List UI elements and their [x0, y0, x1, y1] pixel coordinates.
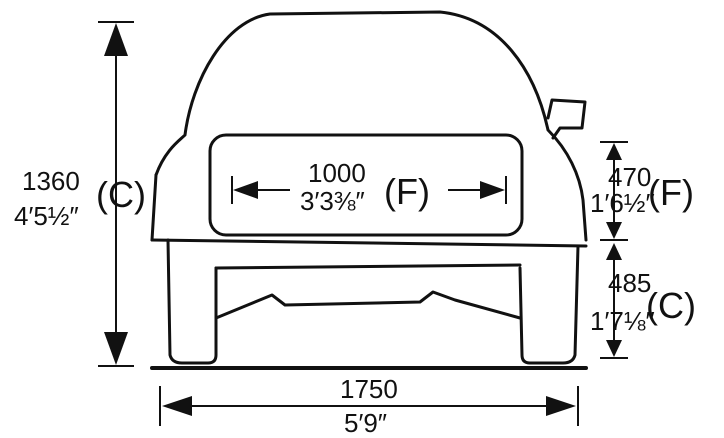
arrowhead-down: [104, 332, 128, 365]
window-width-code: (F): [384, 171, 430, 212]
ground-to-sill-code: (C): [646, 285, 696, 326]
overall-width-metric: 1750: [340, 374, 398, 404]
car-rear-outline: [150, 10, 588, 365]
window-width-dimension: 1000 3′3⅜″ (F): [231, 158, 507, 216]
arrowhead-up: [606, 143, 622, 160]
arrowhead-right: [546, 396, 576, 416]
overall-height-imperial: 4′5½″: [14, 201, 79, 231]
ground-to-sill-imperial: 1′7⅛″: [590, 306, 655, 336]
rear-window: [208, 133, 524, 237]
ground-to-sill-dimension: 485 1′7⅛″ (C): [590, 243, 696, 359]
overall-width-dimension: 1750 5′9″: [159, 374, 579, 438]
arrowhead-down: [606, 222, 622, 239]
arrowhead-left: [233, 181, 258, 199]
overall-width-imperial: 5′9″: [344, 408, 387, 438]
arrowhead-up: [606, 243, 622, 260]
window-width-imperial: 3′3⅜″: [300, 186, 365, 216]
side-mirror: [546, 98, 587, 140]
ground-to-sill-metric: 485: [608, 268, 651, 298]
overall-height-dimension: 1360 4′5½″ (C): [14, 21, 146, 367]
window-height-code: (F): [648, 172, 694, 213]
overall-height-metric: 1360: [22, 166, 80, 196]
arrowhead-left: [162, 396, 192, 416]
window-width-metric: 1000: [308, 158, 366, 188]
arrowhead-down: [606, 340, 622, 357]
window-height-dimension: 470 1′6½″ (F): [590, 141, 694, 241]
overall-height-code: (C): [96, 174, 146, 215]
window-height-imperial: 1′6½″: [590, 188, 655, 218]
window-height-metric: 470: [608, 162, 651, 192]
arrowhead-right: [480, 181, 505, 199]
arrowhead-up: [104, 23, 128, 56]
